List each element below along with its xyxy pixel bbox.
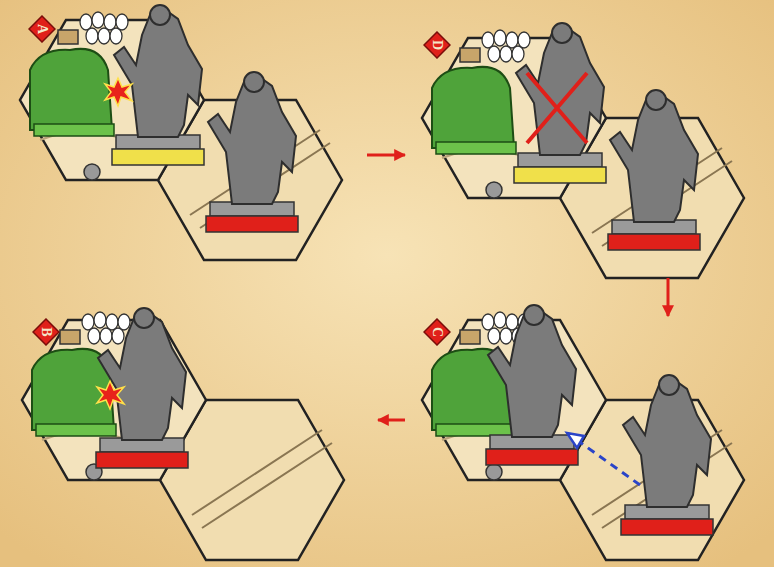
panel: D — [405, 5, 770, 278]
panel: B — [12, 300, 378, 540]
glyph-marker: A — [28, 15, 56, 43]
sequence-arrow — [667, 278, 670, 316]
panel-art — [22, 308, 344, 560]
panel: A — [12, 5, 367, 240]
panel: C — [405, 316, 770, 566]
glyph-marker: D — [423, 31, 451, 59]
glyph-marker: C — [423, 318, 451, 346]
panel-art — [422, 23, 744, 278]
glyph-marker: B — [32, 318, 60, 346]
sequence-arrow — [367, 154, 405, 157]
marker-letter: C — [423, 318, 451, 346]
marker-letter: B — [32, 318, 60, 346]
marker-letter: A — [28, 15, 56, 43]
panel-art — [422, 305, 744, 560]
panel-art — [20, 5, 342, 260]
marker-letter: D — [423, 31, 451, 59]
sequence-arrow — [378, 419, 405, 422]
